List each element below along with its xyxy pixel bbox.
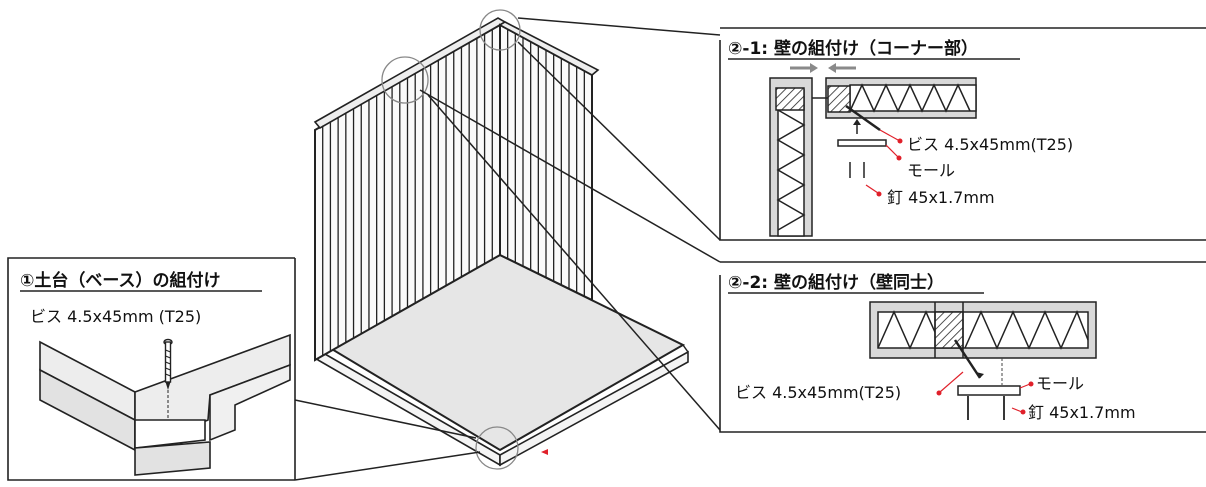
corner-nail-label: 釘 45x1.7mm: [887, 188, 995, 207]
panel-corner: ②-1: 壁の組付け（コーナー部）: [719, 27, 1206, 241]
wall-nail-label: 釘 45x1.7mm: [1028, 403, 1136, 422]
wall-joint-section: [869, 301, 1097, 359]
wall-screw-icon: [936, 339, 984, 396]
corner-nail-icon: [849, 162, 882, 197]
panel-base-screw-label: ビス 4.5x45mm (T25): [30, 307, 201, 326]
panel-base: ①土台（ベース）の組付け ビス 4.5x45mm (T25): [7, 257, 296, 481]
corner-molding-icon: [837, 119, 902, 161]
red-marker: [541, 449, 548, 455]
base-screw-icon: [163, 338, 173, 420]
base-frame-right: [499, 350, 689, 467]
base-beam-detail: [39, 333, 291, 476]
corner-horizontal-wall: [812, 77, 977, 119]
panel-wall: ②-2: 壁の組付け（壁同士）: [719, 261, 1206, 433]
wall-right-top-plate: [498, 21, 600, 76]
wall-molding-label: モール: [1036, 374, 1084, 393]
detail-circle-wall: [381, 56, 429, 104]
push-arrows-icon: [790, 63, 856, 73]
corner-vertical-wall: [769, 77, 813, 237]
detail-circle-base: [475, 426, 519, 470]
corner-molding-label: モール: [907, 161, 955, 180]
panel-wall-title: ②-2: 壁の組付け（壁同士）: [728, 272, 944, 293]
wall-screw-label: ビス 4.5x45mm(T25): [735, 383, 901, 402]
corner-screw-label: ビス 4.5x45mm(T25): [907, 135, 1073, 154]
leader-lines: [294, 17, 721, 481]
wall-left-planks: [322, 29, 493, 356]
detail-circle-top: [479, 9, 521, 51]
panel-corner-title: ②-1: 壁の組付け（コーナー部）: [728, 38, 978, 59]
hut-isometric: [313, 9, 689, 470]
corner-screw-icon: [845, 104, 903, 144]
panel-base-title: ①土台（ベース）の組付け: [20, 270, 221, 291]
wall-nail-icon: [967, 396, 1026, 420]
wall-molding-icon: [957, 381, 1034, 396]
